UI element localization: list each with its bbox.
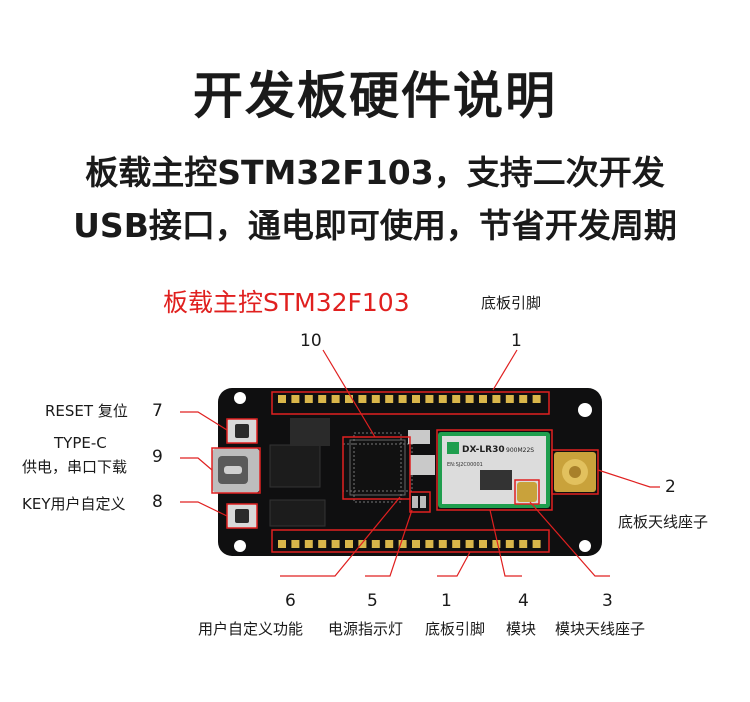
header-pin: [385, 540, 394, 548]
header-pin: [278, 540, 286, 548]
header-pin: [492, 395, 501, 403]
module-freq: 900M22S: [506, 447, 534, 454]
header-pin: [358, 395, 367, 403]
callout-5: 5: [367, 591, 378, 611]
header-pin: [371, 395, 380, 403]
subtitle-line-1: 板载主控STM32F103，支持二次开发: [85, 153, 665, 192]
header-pin: [452, 540, 461, 548]
header-pin: [345, 395, 353, 403]
header-pin: [465, 395, 474, 403]
header-pin: [479, 540, 487, 548]
header-pin: [304, 540, 313, 548]
header-pin: [371, 540, 380, 548]
callout-9: 9: [152, 447, 163, 467]
header-pin: [318, 395, 327, 403]
header-pin: [438, 395, 447, 403]
top-pins-label: 底板引脚: [481, 294, 542, 312]
header-pin: [318, 540, 327, 548]
header-pin: [412, 395, 420, 403]
callout-7: 7: [152, 401, 163, 421]
header-pin: [398, 540, 407, 548]
header-pin: [438, 540, 447, 548]
header-pin: [465, 540, 474, 548]
callout-1-top: 1: [511, 331, 522, 351]
base-pins-label: 底板引脚: [425, 620, 486, 638]
header-pin: [519, 395, 528, 403]
module-id: EN:SJ2C00001: [447, 462, 483, 468]
header-pin: [358, 540, 367, 548]
antenna-base-label: 底板天线座子: [618, 513, 709, 531]
header-pin: [345, 540, 353, 548]
module-label: 模块: [506, 620, 537, 638]
subtitle-line-2: USB接口，通电即可使用，节省开发周期: [73, 206, 677, 245]
typec-label-line2: 供电，串口下载: [22, 458, 128, 476]
header-pin: [452, 395, 461, 403]
header-pin: [331, 395, 340, 403]
header-pin: [532, 540, 541, 548]
callout-8: 8: [152, 492, 163, 512]
power-led-label: 电源指示灯: [328, 620, 404, 638]
top-pin-header: [278, 395, 541, 403]
callout-1-bottom: 1: [441, 591, 452, 611]
header-pin: [505, 395, 514, 403]
header-pin: [412, 540, 420, 548]
header-pin: [291, 540, 300, 548]
module-antenna-label: 模块天线座子: [555, 620, 646, 638]
header-pin: [505, 540, 514, 548]
header-pin: [479, 395, 487, 403]
callout-4: 4: [518, 591, 529, 611]
header-pin: [385, 395, 394, 403]
reset-label: RESET 复位: [45, 402, 128, 420]
header-pin: [425, 395, 434, 403]
header-pin: [291, 395, 300, 403]
header-pin: [425, 540, 434, 548]
page-title: 开发板硬件说明: [193, 67, 557, 125]
header-pin: [519, 540, 528, 548]
callout-2: 2: [665, 477, 676, 497]
key-label: KEY用户自定义: [22, 495, 126, 513]
module-name: DX-LR30: [462, 445, 505, 455]
user-func-label: 用户自定义功能: [198, 620, 304, 638]
typec-label-line1: TYPE-C: [54, 434, 107, 452]
header-pin: [304, 395, 313, 403]
callout-3: 3: [602, 591, 613, 611]
bottom-pin-header: [278, 540, 541, 548]
callout-6: 6: [285, 591, 296, 611]
header-pin: [331, 540, 340, 548]
mcu-label: 板载主控STM32F103: [163, 288, 410, 317]
header-pin: [398, 395, 407, 403]
header-pin: [532, 395, 541, 403]
header-pin: [278, 395, 286, 403]
header-pin: [492, 540, 501, 548]
callout-10: 10: [300, 331, 322, 351]
